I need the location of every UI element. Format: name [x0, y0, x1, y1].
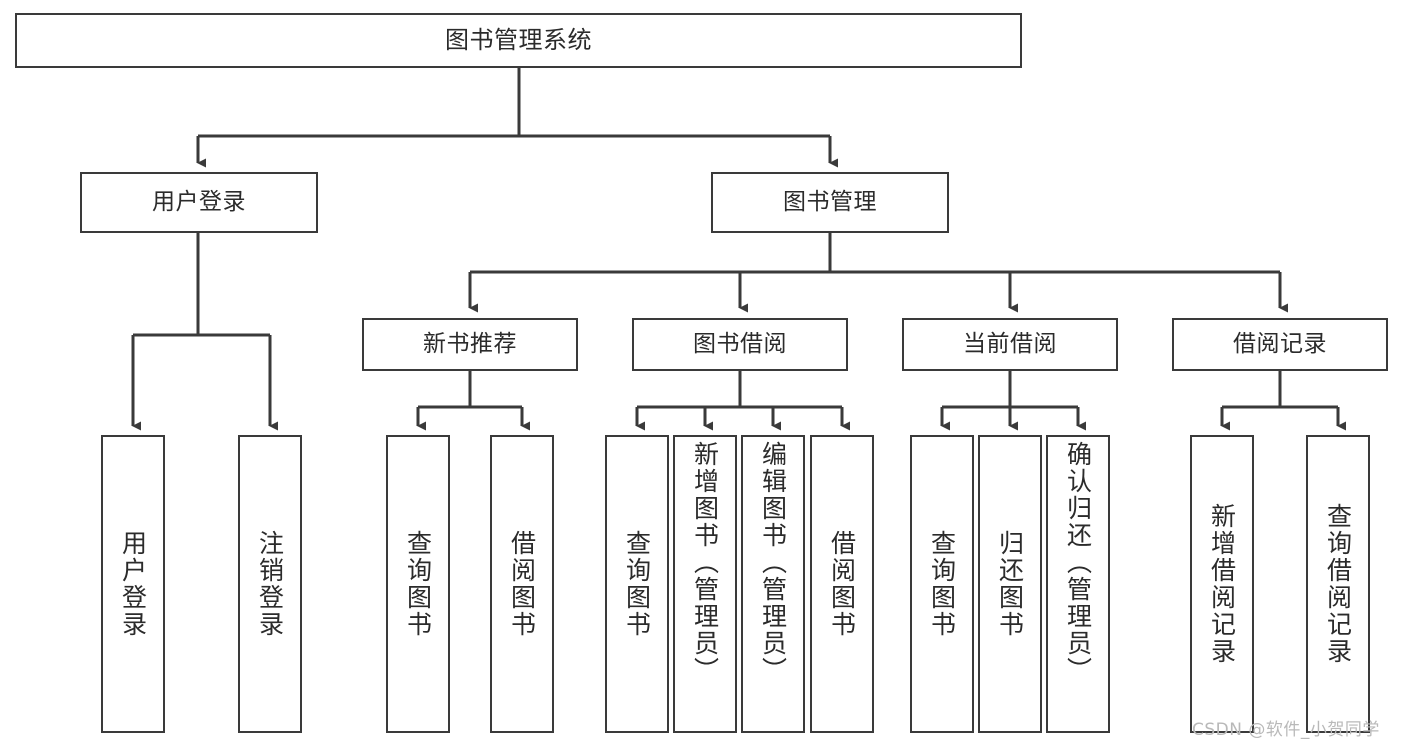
- node-label: 用户登录: [118, 530, 148, 638]
- leaf-current-borrow-return-book[interactable]: 归还图书: [978, 435, 1042, 733]
- leaf-new-book-borrow-book[interactable]: 借阅图书: [490, 435, 554, 733]
- node-label: 编辑图书（管理员）: [758, 441, 788, 684]
- node-current-borrow[interactable]: 当前借阅: [902, 318, 1118, 371]
- leaf-current-borrow-confirm-return-admin[interactable]: 确认归还（管理员）: [1046, 435, 1110, 733]
- node-label: 图书管理: [783, 189, 877, 216]
- node-label: 新增图书（管理员）: [690, 441, 720, 684]
- node-label: 归还图书: [995, 530, 1025, 638]
- node-label: 注销登录: [255, 530, 285, 638]
- leaf-borrow-record-add-record[interactable]: 新增借阅记录: [1190, 435, 1254, 733]
- node-label: 借阅记录: [1233, 331, 1327, 358]
- node-label: 新书推荐: [423, 331, 517, 358]
- node-label: 借阅图书: [827, 530, 857, 638]
- node-label: 查询图书: [622, 530, 652, 638]
- node-label: 当前借阅: [963, 331, 1057, 358]
- leaf-borrow-record-query-record[interactable]: 查询借阅记录: [1306, 435, 1370, 733]
- leaf-book-borrow-borrow-book[interactable]: 借阅图书: [810, 435, 874, 733]
- leaf-book-borrow-add-book-admin[interactable]: 新增图书（管理员）: [673, 435, 737, 733]
- leaf-new-book-query-book[interactable]: 查询图书: [386, 435, 450, 733]
- node-borrow-record[interactable]: 借阅记录: [1172, 318, 1388, 371]
- node-user-login[interactable]: 用户登录: [80, 172, 318, 233]
- node-label: 确认归还（管理员）: [1063, 441, 1093, 684]
- node-book-borrow[interactable]: 图书借阅: [632, 318, 848, 371]
- node-label: 用户登录: [152, 189, 246, 216]
- node-label: 新增借阅记录: [1207, 503, 1237, 665]
- leaf-book-borrow-query-book[interactable]: 查询图书: [605, 435, 669, 733]
- leaf-book-borrow-edit-book-admin[interactable]: 编辑图书（管理员）: [741, 435, 805, 733]
- node-label: 借阅图书: [507, 530, 537, 638]
- node-label: 图书借阅: [693, 331, 787, 358]
- node-label: 查询借阅记录: [1323, 503, 1353, 665]
- node-label: 查询图书: [403, 530, 433, 638]
- node-root-book-management-system[interactable]: 图书管理系统: [15, 13, 1022, 68]
- node-label: 图书管理系统: [445, 25, 592, 54]
- leaf-current-borrow-query-book[interactable]: 查询图书: [910, 435, 974, 733]
- node-book-management[interactable]: 图书管理: [711, 172, 949, 233]
- node-label: 查询图书: [927, 530, 957, 638]
- csdn-watermark: CSDN @软件_小贺同学: [1192, 720, 1380, 740]
- leaf-user-login-login[interactable]: 用户登录: [101, 435, 165, 733]
- node-new-book-recommend[interactable]: 新书推荐: [362, 318, 578, 371]
- leaf-user-login-logout[interactable]: 注销登录: [238, 435, 302, 733]
